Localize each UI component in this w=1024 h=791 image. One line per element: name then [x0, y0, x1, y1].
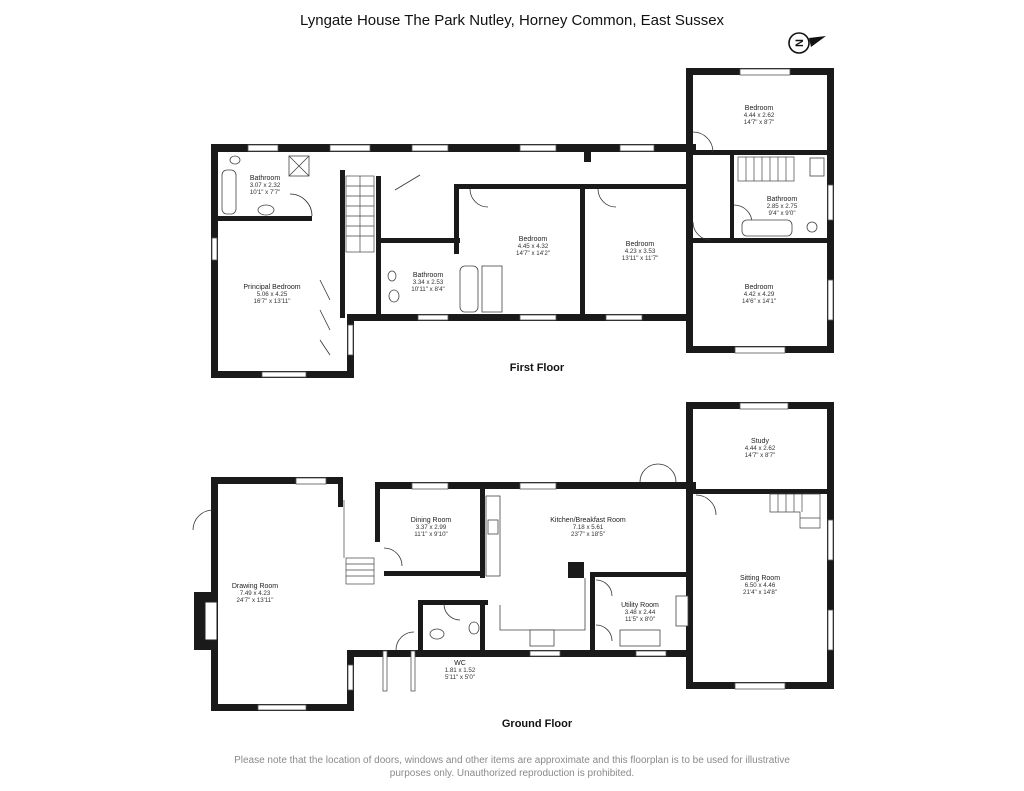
room-label: Bedroom 4.44 x 2.62 14'7" x 8'7" [744, 105, 775, 126]
floor-title: Ground Floor [502, 718, 573, 730]
svg-text:Bathroom: Bathroom [250, 175, 281, 182]
svg-text:Bathroom: Bathroom [413, 272, 444, 279]
svg-text:Bedroom: Bedroom [519, 236, 548, 243]
svg-text:3.34 x 2.53: 3.34 x 2.53 [413, 279, 444, 286]
svg-text:Study: Study [751, 438, 769, 445]
room-label: Drawing Room 7.49 x 4.23 24'7" x 13'11" [232, 583, 278, 604]
svg-text:16'7" x 13'11": 16'7" x 13'11" [254, 298, 291, 305]
room-label: Study 4.44 x 2.62 14'7" x 8'7" [745, 438, 776, 459]
svg-text:13'11" x 11'7": 13'11" x 11'7" [622, 255, 658, 262]
svg-text:14'7" x 14'2": 14'7" x 14'2" [516, 250, 550, 257]
svg-text:7.49 x 4.23: 7.49 x 4.23 [240, 590, 271, 597]
svg-text:4.23 x 3.53: 4.23 x 3.53 [625, 248, 656, 255]
svg-text:11'5" x 8'0": 11'5" x 8'0" [625, 616, 655, 623]
svg-text:4.42 x 4.29: 4.42 x 4.29 [744, 291, 775, 298]
svg-text:Drawing Room: Drawing Room [232, 583, 278, 590]
svg-text:Dining Room: Dining Room [411, 517, 452, 524]
svg-text:24'7" x 13'11": 24'7" x 13'11" [237, 597, 274, 604]
svg-text:21'4" x 14'8": 21'4" x 14'8" [743, 589, 777, 596]
svg-text:1.81 x 1.52: 1.81 x 1.52 [445, 667, 476, 674]
page-title: Lyngate House The Park Nutley, Horney Co… [299, 12, 725, 29]
room-label: Bathroom 3.07 x 2.32 10'1" x 7'7" [250, 175, 281, 196]
svg-text:Bedroom: Bedroom [745, 105, 774, 112]
svg-text:4.45 x 4.32: 4.45 x 4.32 [518, 243, 549, 250]
room-label: Sitting Room 6.50 x 4.46 21'4" x 14'8" [740, 575, 780, 596]
svg-text:Sitting Room: Sitting Room [740, 575, 780, 582]
disclaimer-line: Please note that the location of doors, … [234, 755, 790, 766]
svg-text:5'11" x 5'0": 5'11" x 5'0" [445, 674, 475, 681]
room-label: Utility Room 3.48 x 2.44 11'5" x 8'0" [621, 602, 659, 623]
north-compass-icon: N [788, 32, 826, 54]
floor-title: First Floor [510, 362, 565, 374]
svg-text:3.07 x 2.32: 3.07 x 2.32 [250, 182, 281, 189]
room-label: Principal Bedroom 5.06 x 4.25 16'7" x 13… [243, 284, 300, 305]
svg-text:7.18 x 5.61: 7.18 x 5.61 [573, 524, 604, 531]
svg-text:9'4" x 9'0": 9'4" x 9'0" [768, 210, 795, 217]
svg-text:10'1" x 7'7": 10'1" x 7'7" [250, 189, 281, 196]
svg-text:Utility Room: Utility Room [621, 602, 659, 609]
room-label: Bathroom 2.85 x 2.75 9'4" x 9'0" [767, 196, 798, 217]
svg-text:Bathroom: Bathroom [767, 196, 798, 203]
room-label: Bedroom 4.45 x 4.32 14'7" x 14'2" [516, 236, 550, 257]
svg-text:6.50 x 4.46: 6.50 x 4.46 [745, 582, 776, 589]
ground-floor-plan: Drawing Room 7.49 x 4.23 24'7" x 13'11" … [192, 402, 834, 730]
svg-text:Bedroom: Bedroom [626, 241, 655, 248]
room-label: Bathroom 3.34 x 2.53 10'11" x 8'4" [411, 272, 444, 293]
svg-text:23'7" x 18'5": 23'7" x 18'5" [571, 531, 605, 538]
room-label: WC 1.81 x 1.52 5'11" x 5'0" [445, 660, 476, 681]
room-label: Bedroom 4.23 x 3.53 13'11" x 11'7" [622, 241, 658, 262]
first-floor-plan: Bathroom 3.07 x 2.32 10'1" x 7'7" Princi… [211, 68, 834, 378]
disclaimer: Please note that the location of doors, … [0, 754, 1024, 780]
room-label: Kitchen/Breakfast Room 7.18 x 5.61 23'7"… [550, 517, 626, 538]
svg-text:14'7" x 8'7": 14'7" x 8'7" [745, 452, 776, 459]
svg-text:14'7" x 8'7": 14'7" x 8'7" [744, 119, 775, 126]
svg-text:10'11" x 8'4": 10'11" x 8'4" [411, 286, 444, 293]
disclaimer-line: purposes only. Unauthorized reproduction… [389, 768, 635, 779]
room-label: Bedroom 4.42 x 4.29 14'6" x 14'1" [742, 284, 776, 305]
svg-text:WC: WC [454, 660, 466, 667]
svg-text:Principal Bedroom: Principal Bedroom [243, 284, 300, 291]
svg-text:Kitchen/Breakfast Room: Kitchen/Breakfast Room [550, 517, 626, 524]
svg-text:5.06 x 4.25: 5.06 x 4.25 [257, 291, 288, 298]
svg-text:Bedroom: Bedroom [745, 284, 774, 291]
compass-label: N [794, 39, 806, 47]
svg-text:3.37 x 2.99: 3.37 x 2.99 [416, 524, 447, 531]
svg-text:4.44 x 2.62: 4.44 x 2.62 [744, 112, 775, 119]
svg-text:4.44 x 2.62: 4.44 x 2.62 [745, 445, 776, 452]
svg-text:2.85 x 2.75: 2.85 x 2.75 [767, 203, 798, 210]
svg-text:3.48 x 2.44: 3.48 x 2.44 [625, 609, 656, 616]
svg-text:11'1" x 9'10": 11'1" x 9'10" [414, 531, 447, 538]
room-label: Dining Room 3.37 x 2.99 11'1" x 9'10" [411, 517, 452, 538]
svg-text:14'6" x 14'1": 14'6" x 14'1" [742, 298, 776, 305]
